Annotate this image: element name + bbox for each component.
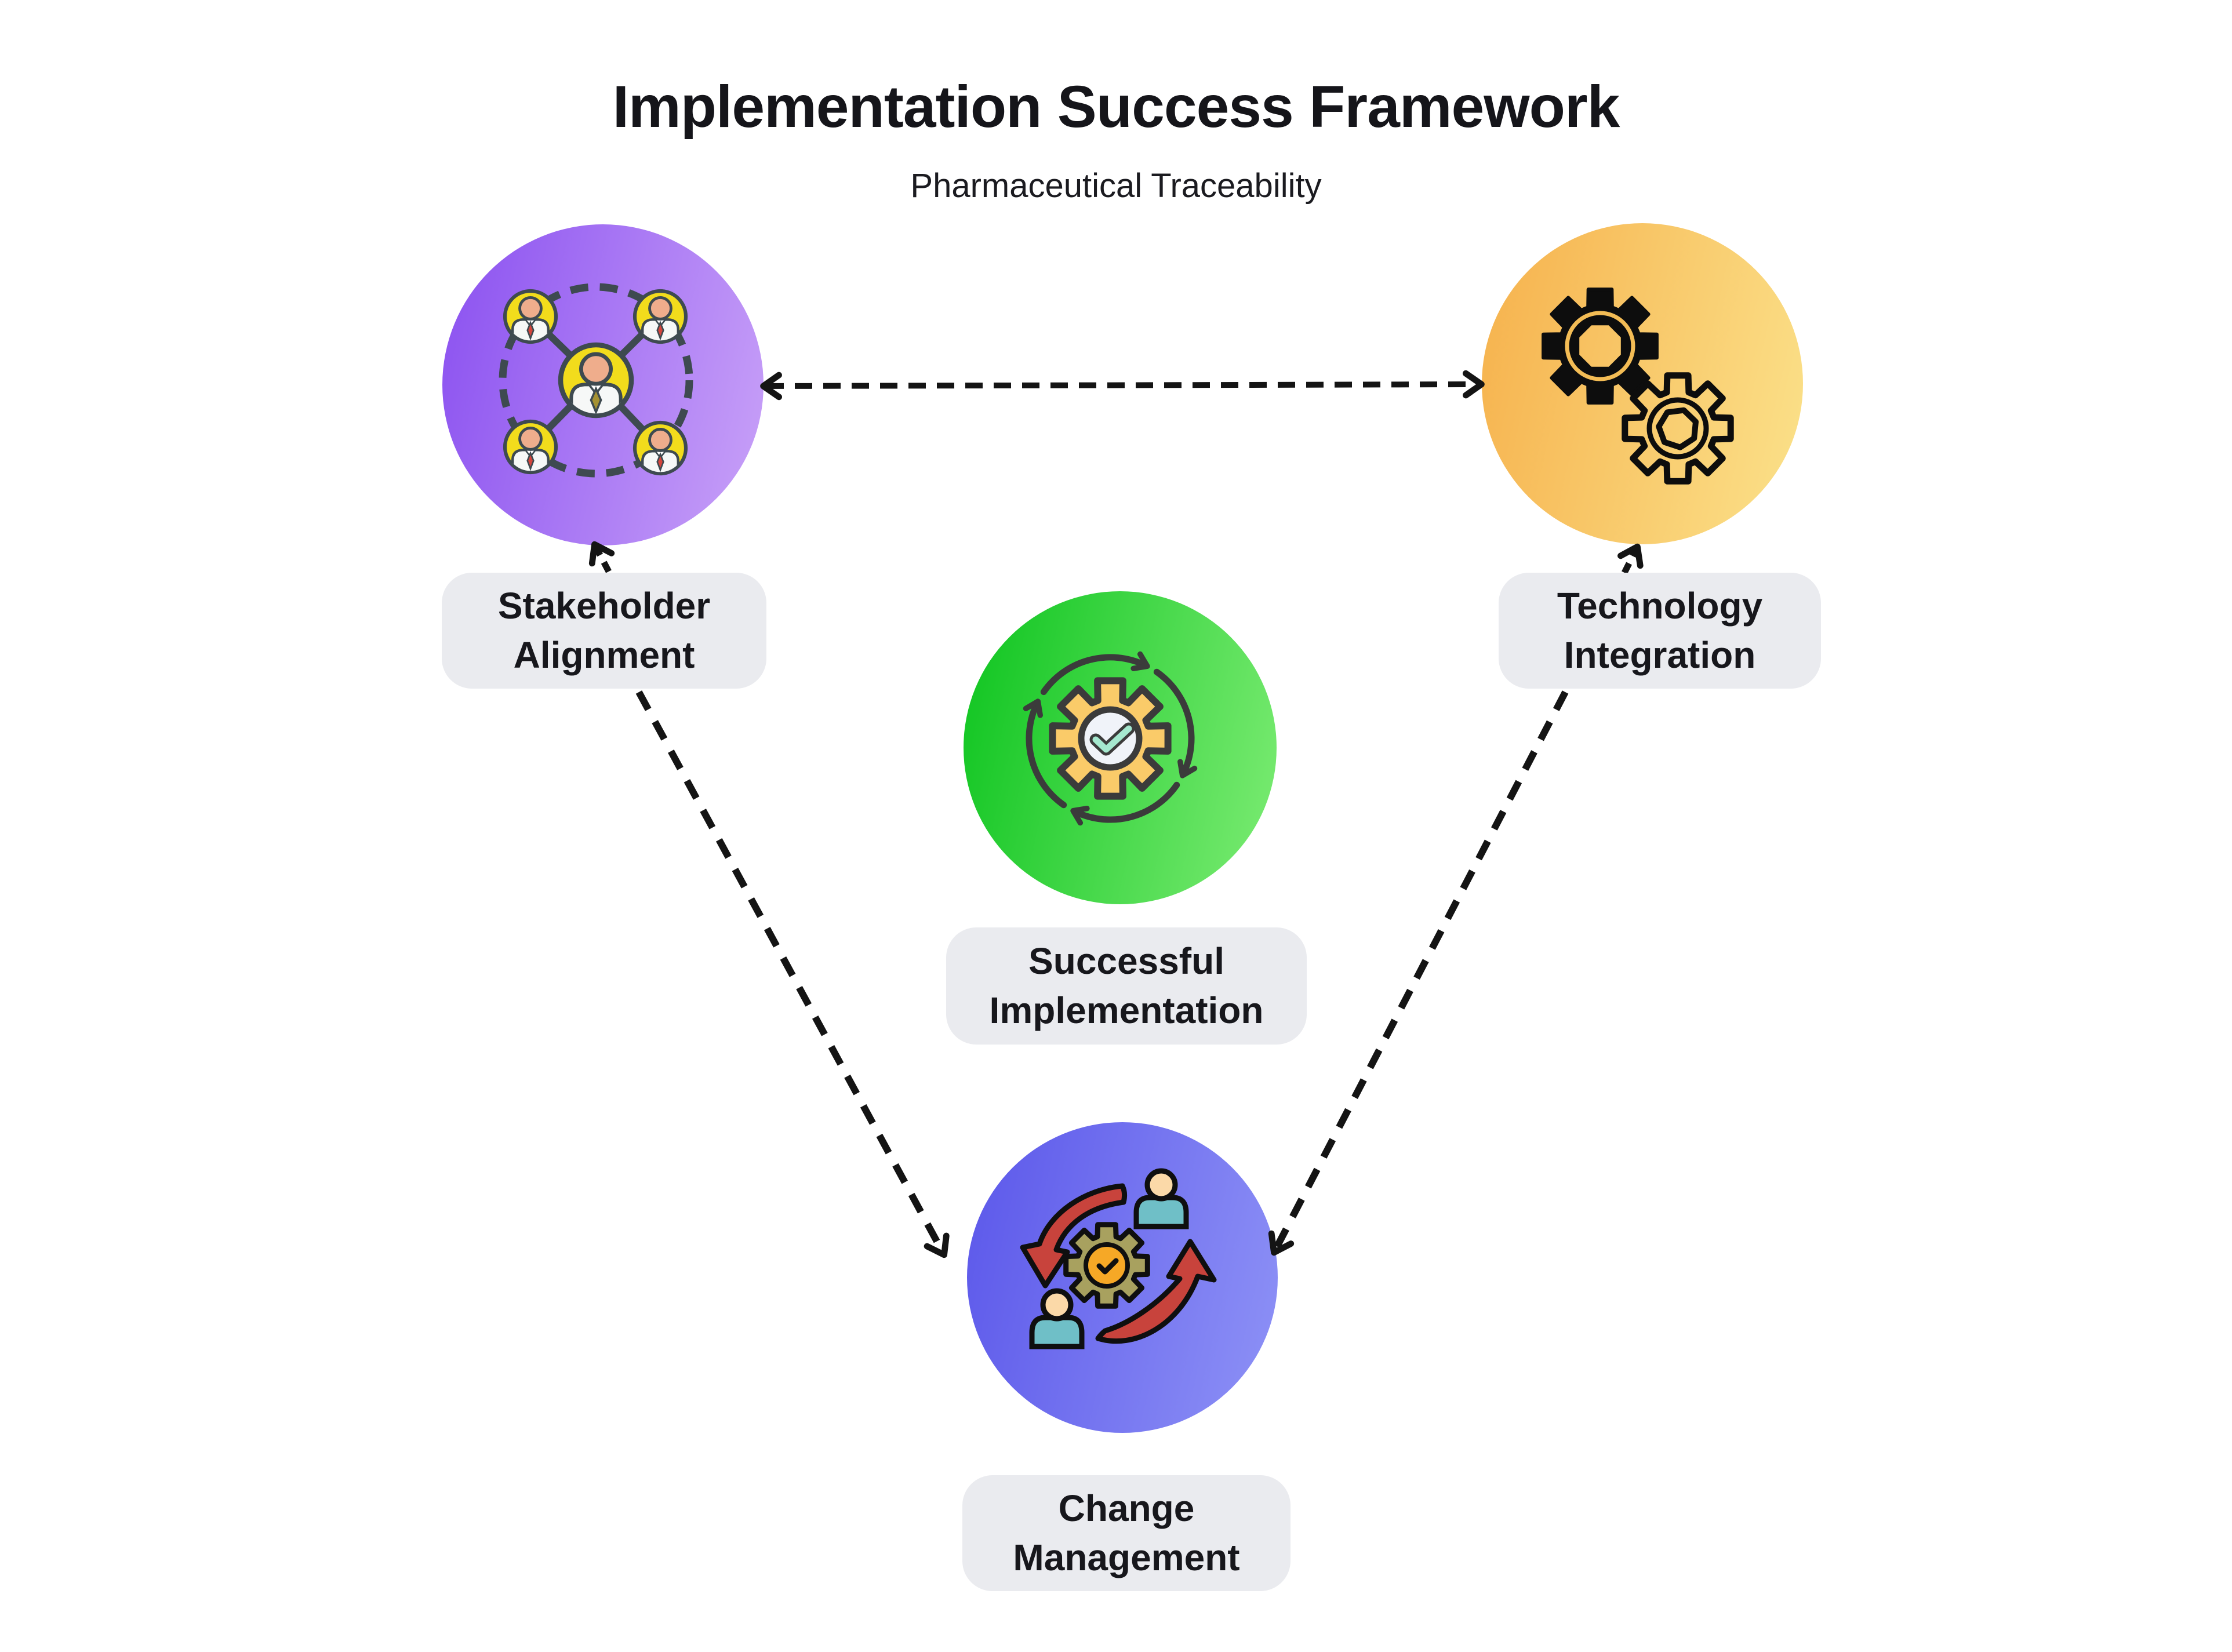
gear-check-cycle-icon	[1023, 651, 1198, 826]
connector-arrows	[588, 370, 1644, 1258]
red-arrow-down-icon	[1020, 1183, 1128, 1289]
label-line: Stakeholder	[497, 584, 711, 627]
person-avatar	[505, 291, 556, 343]
stakeholder-network-icon	[499, 283, 693, 478]
page-subtitle: Pharmaceutical Traceability	[910, 167, 1322, 205]
gear-check-icon	[1063, 1222, 1150, 1309]
arrow-stakeholder-change	[635, 690, 950, 1258]
label-line: Integration	[1564, 634, 1756, 676]
arrow-label-to-stakeholder	[588, 541, 615, 573]
arrow-label-to-technology	[1617, 543, 1644, 574]
label-line: Change	[1058, 1487, 1195, 1529]
gears-icon	[1542, 288, 1734, 485]
check-icon	[1092, 725, 1132, 753]
filled-gear-icon	[1542, 288, 1659, 405]
person-icon	[1032, 1291, 1082, 1347]
cycle-arrows	[1023, 651, 1198, 826]
red-arrow-up-icon	[1095, 1239, 1217, 1344]
technology-integration-label: Technology Integration	[1499, 573, 1821, 689]
person-avatar	[635, 291, 686, 343]
central-person-avatar	[561, 345, 631, 417]
people-gear-exchange-icon	[1020, 1171, 1217, 1347]
person-icon	[1136, 1171, 1186, 1227]
change-management-label: Change Management	[962, 1475, 1291, 1591]
page-title: Implementation Success Framework	[612, 74, 1620, 140]
person-avatar	[635, 423, 686, 475]
arrow-stakeholder-technology	[760, 370, 1485, 401]
label-line: Management	[1013, 1537, 1240, 1578]
outline-gear-icon	[1622, 372, 1734, 485]
label-line: Alignment	[513, 634, 695, 676]
stakeholder-alignment-label: Stakeholder Alignment	[442, 573, 766, 689]
arrow-technology-change	[1268, 690, 1569, 1256]
label-line: Successful	[1028, 940, 1224, 982]
person-avatar	[505, 421, 556, 474]
label-line: Technology	[1557, 584, 1763, 627]
label-line: Implementation	[989, 989, 1264, 1031]
network-ring	[499, 283, 693, 478]
successful-implementation-label: Successful Implementation	[946, 927, 1307, 1045]
